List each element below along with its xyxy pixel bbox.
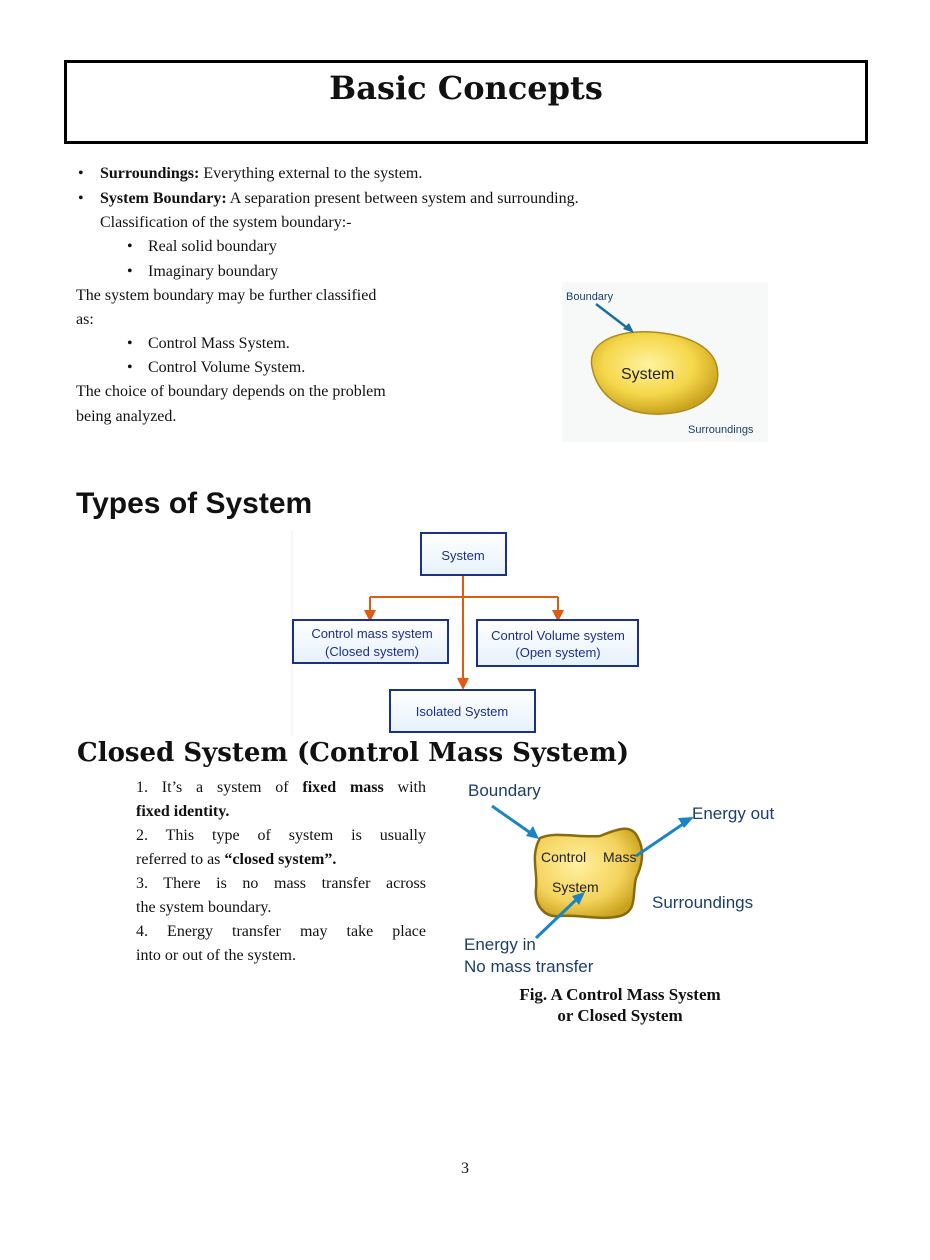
system-blob	[590, 331, 719, 415]
no-mass-transfer-label: No mass transfer	[464, 957, 594, 976]
sub-item-real: Real solid boundary	[148, 238, 277, 255]
control-mass-blob	[533, 827, 644, 920]
closed-system-label: (Closed system)	[325, 644, 419, 659]
boundary-term: System Boundary:	[100, 190, 227, 207]
surroundings-term: Surroundings:	[100, 165, 200, 182]
closed-point-1: 1. It’s a system of fixed mass with fixe…	[136, 779, 427, 820]
classification-text: Classification of the system boundary:-	[100, 214, 352, 231]
fig2-mass-label: Mass	[603, 849, 636, 865]
closed-point-4: 4. Energy transfer may take place into o…	[136, 923, 426, 964]
boundary-arrow	[595, 303, 631, 331]
system-boundary-figure: Boundary System Surroundings	[562, 282, 768, 442]
choice-line2: being analyzed.	[76, 408, 177, 425]
fig2-control-label: Control	[541, 849, 586, 865]
surroundings-text: Everything external to the system.	[199, 165, 423, 182]
title-box: Basic Concepts	[64, 60, 868, 144]
bullet-dot: •	[127, 238, 133, 255]
control-volume-box	[476, 619, 639, 667]
energy-in-label: Energy in	[464, 935, 536, 954]
energy-out-label: Energy out	[692, 804, 774, 823]
fig1-system-label: System	[621, 366, 674, 383]
control-volume-label: Control Volume system	[491, 628, 625, 643]
bullet-dot: •	[127, 263, 133, 280]
boundary-text: A separation present between system and …	[226, 190, 579, 207]
control-mass-figure: Boundary Energy out Control Mass System …	[464, 781, 774, 976]
types-heading: Types of System	[76, 487, 313, 520]
bullet-dot: •	[78, 165, 84, 182]
fig2-system-label: System	[552, 879, 599, 895]
bullet-dot: •	[127, 359, 133, 376]
further-line2: as:	[76, 311, 94, 328]
fig2-boundary-arrow	[491, 804, 533, 836]
control-mass-label: Control mass system	[311, 626, 432, 641]
energy-out-arrow	[635, 820, 687, 858]
item-control-volume: Control Volume System.	[148, 359, 306, 376]
closed-point-3: 3. There is no mass transfer across the …	[136, 875, 426, 916]
control-mass-box	[292, 619, 449, 664]
further-line1: The system boundary may be further class…	[76, 287, 377, 304]
page-title: Basic Concepts	[329, 69, 603, 107]
choice-line1: The choice of boundary depends on the pr…	[76, 383, 386, 400]
system-box	[420, 532, 507, 576]
fig2-surroundings-label: Surroundings	[652, 893, 753, 912]
sub-item-imaginary: Imaginary boundary	[148, 263, 279, 280]
closed-point-2: 2. This type of system is usually referr…	[136, 827, 426, 868]
isolated-system-box	[389, 689, 536, 733]
item-control-mass: Control Mass System.	[148, 335, 290, 352]
energy-in-arrow	[534, 896, 580, 940]
surroundings-bullet: Surroundings: Everything external to the…	[100, 162, 422, 186]
fig2-boundary-label: Boundary	[468, 781, 541, 800]
bullet-dot: •	[78, 190, 84, 207]
system-box-label: System	[441, 548, 484, 563]
fig1-boundary-label: Boundary	[566, 291, 614, 303]
page-number: 3	[461, 1160, 469, 1177]
bullet-dot: •	[127, 335, 133, 352]
figure-caption: Fig. A Control Mass System or Closed Sys…	[519, 985, 721, 1025]
closed-system-heading: Closed System (Control Mass System)	[77, 738, 630, 768]
types-of-system-diagram: System Control mass system (Closed syste…	[291, 530, 639, 736]
open-system-label: (Open system)	[515, 645, 600, 660]
boundary-bullet: System Boundary: A separation present be…	[100, 187, 579, 211]
isolated-system-label: Isolated System	[416, 704, 509, 719]
fig1-surroundings-label: Surroundings	[688, 424, 754, 436]
